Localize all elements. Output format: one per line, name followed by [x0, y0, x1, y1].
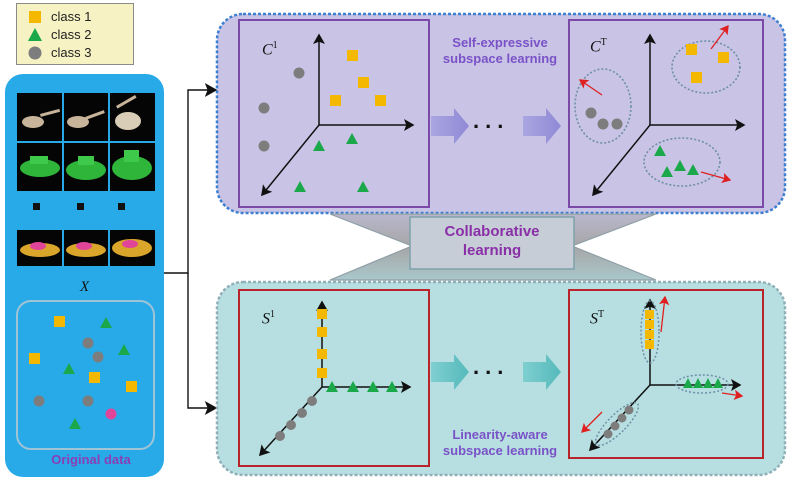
s1-points: [275, 309, 398, 441]
connector-lines: [164, 83, 218, 415]
triangle-marker-icon: [28, 27, 42, 41]
s1-label: S1: [262, 309, 275, 328]
self-expressive-panel: [215, 12, 787, 215]
bottom-progress-arrows: [431, 354, 561, 390]
circle-marker-icon: [28, 46, 42, 59]
top-progress-arrows: [431, 108, 561, 144]
spoon-images: [22, 95, 141, 130]
collaborative-learning-label: Collaborative learning: [444, 223, 540, 259]
vertical-ellipsis-dots: [33, 203, 125, 210]
data-matrix-label: X: [80, 279, 90, 295]
original-scatter-points: [29, 316, 137, 429]
image-grid: [17, 93, 155, 266]
linearity-aware-caption: Linearity-aware subspace learning: [442, 427, 558, 458]
linearity-aware-panel: [215, 280, 787, 477]
bottom-ellipsis: ...: [473, 354, 510, 379]
legend-label: class 2: [51, 27, 92, 42]
self-expressive-caption: Self-expressive subspace learning: [442, 35, 558, 66]
collaborative-learning-shape: [329, 213, 657, 281]
original-data-panel: [5, 74, 164, 477]
c1-frame: [238, 19, 430, 208]
c1-points: [258, 50, 386, 192]
st-clusters: [581, 295, 744, 447]
top-ellipsis: ...: [473, 108, 510, 133]
square-marker-icon: [29, 10, 41, 23]
c1-label: C1: [262, 40, 278, 59]
green-car-images: [20, 150, 152, 180]
original-data-caption: Original data: [51, 452, 131, 467]
legend-item-class-2: class 2: [27, 26, 91, 43]
legend-label: class 1: [51, 9, 92, 24]
ct-axes: [592, 33, 746, 197]
ct-clusters: [574, 24, 741, 187]
original-scatter-box: [16, 300, 155, 450]
st-frame: [568, 289, 764, 459]
legend-item-class-1: class 1: [27, 8, 91, 25]
c1-axes: [261, 33, 415, 197]
st-label: ST: [590, 309, 605, 328]
class-legend: class 1 class 2 class 3: [16, 3, 134, 65]
legend-item-class-3: class 3: [27, 44, 91, 61]
s1-frame: [238, 289, 430, 467]
legend-label: class 3: [51, 45, 92, 60]
ct-label: CT: [590, 37, 607, 56]
yellow-car-images: [20, 239, 152, 257]
